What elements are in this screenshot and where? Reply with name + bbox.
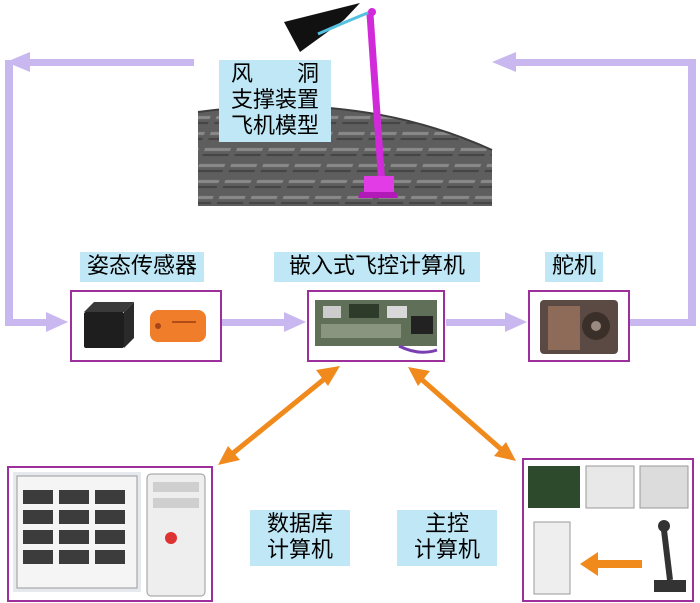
aircraft-model <box>284 3 376 52</box>
link-fcc-database-head-bottom <box>218 446 240 465</box>
link-fcc-database-head-top <box>316 366 340 386</box>
loop-left-vertical <box>5 60 13 326</box>
loop-top-left-arrowhead <box>6 52 30 72</box>
main-computer-illustration <box>528 465 689 595</box>
sensor-cube <box>84 312 124 348</box>
database-line-1: 数据库 <box>266 512 333 537</box>
loop-bottom-left-segment <box>5 319 49 326</box>
fcc-board-illustration <box>315 300 438 354</box>
link-fcc-database <box>230 374 330 456</box>
servo-box <box>528 290 630 362</box>
link-fcc-main-head-bottom <box>494 442 516 461</box>
loop-top-right-arrowhead <box>492 52 516 72</box>
link-sensor-fcc-segment <box>222 319 288 326</box>
link-fcc-servo-segment <box>446 319 508 326</box>
fcc-box <box>307 290 445 362</box>
database-line-2: 计算机 <box>266 538 333 563</box>
main-box <box>522 458 694 602</box>
main-line-2: 计算机 <box>413 538 480 563</box>
wind-tunnel-line-2: 支撑装置 <box>230 88 319 113</box>
wind-tunnel-line-1: 风 洞 <box>230 62 319 87</box>
database-computer-illustration <box>13 472 206 597</box>
loop-bottom-right-segment <box>630 319 696 326</box>
loop-arrows <box>5 52 696 332</box>
loop-into-sensor-arrowhead <box>46 312 68 332</box>
link-sensor-fcc-arrowhead <box>284 312 306 332</box>
link-fcc-main <box>418 376 504 452</box>
database-label: 数据库 计算机 <box>250 510 350 566</box>
orange-links <box>218 366 516 465</box>
link-fcc-servo-arrowhead <box>505 312 527 332</box>
loop-top-left-segment <box>28 59 194 66</box>
main-line-1: 主控 <box>424 512 469 537</box>
support-strut <box>358 13 398 198</box>
wind-tunnel-line-3: 飞机模型 <box>230 114 319 139</box>
loop-top-right-segment <box>512 59 696 66</box>
database-box <box>7 466 213 602</box>
loop-right-vertical <box>688 62 696 326</box>
wind-tunnel-label: 风 洞 支撑装置 飞机模型 <box>219 60 331 142</box>
servo-label: 舵机 <box>545 252 603 282</box>
link-fcc-main-head-top <box>408 367 430 386</box>
servo-illustration <box>540 300 618 354</box>
sensor-illustration <box>84 302 206 348</box>
fcc-label: 嵌入式飞控计算机 <box>274 252 480 282</box>
main-label: 主控 计算机 <box>397 510 497 566</box>
main-inner-arrow <box>580 552 642 576</box>
sensor-orange-unit <box>150 310 206 342</box>
sensor-label: 姿态传感器 <box>80 252 204 282</box>
sensor-box <box>70 290 222 362</box>
